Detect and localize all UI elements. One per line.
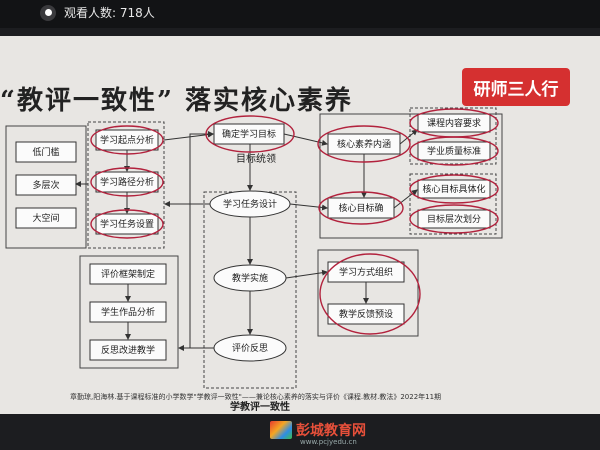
- footer-bar: [0, 414, 600, 450]
- right-mid-container: [317, 249, 419, 337]
- svg-text:大空间: 大空间: [32, 212, 59, 224]
- right-sub-item-1: 学业质量标准: [417, 141, 491, 161]
- viewer-count-label: 观看人数: 718人: [64, 6, 155, 20]
- ink-circle-sub-1: [409, 136, 499, 166]
- svg-text:确定学习目标: 确定学习目标: [222, 128, 276, 140]
- left-container: [5, 125, 87, 249]
- ink-circle-study-0: [90, 125, 164, 155]
- ink-circle-core-0: [317, 125, 411, 163]
- center-item-1: 学习任务设计: [209, 190, 291, 218]
- ink-circle-rightmid: [319, 253, 421, 335]
- svg-text:学习任务设计: 学习任务设计: [223, 198, 277, 210]
- study-item-1: 学习路径分析: [95, 171, 159, 193]
- arrow-teach-to-rightmid: [285, 269, 328, 279]
- brand-badge: 研师三人行: [462, 68, 570, 106]
- svg-text:目标层次划分: 目标层次划分: [427, 213, 481, 225]
- left-item-2: 大空间: [15, 207, 77, 229]
- arrow-study-to-goal: [163, 131, 214, 141]
- center-item-0: 确定学习目标: [213, 123, 285, 145]
- svg-text:多层次: 多层次: [32, 179, 59, 191]
- citation-text: 章勤琼,阳海林.基于课程标准的小学数学"学教评一致性"——兼论核心素养的落实与评…: [70, 393, 442, 401]
- ink-circle-sub-3: [409, 204, 499, 234]
- left-item-1: 多层次: [15, 174, 77, 196]
- svg-text:教学反馈预设: 教学反馈预设: [339, 308, 393, 320]
- study-container: [87, 121, 165, 249]
- svg-text:低门槛: 低门槛: [32, 146, 59, 158]
- arrow-task-to-right: [289, 203, 328, 211]
- svg-text:学习任务设置: 学习任务设置: [100, 218, 154, 230]
- right-sub-item-0: 课程内容要求: [417, 113, 491, 133]
- brand-name: 彭城教育网: [296, 423, 366, 439]
- right-mid-item-0: 学习方式组织: [327, 261, 405, 283]
- study-item-0: 学习起点分析: [95, 129, 159, 151]
- eval-item-0: 评价框架制定: [89, 263, 167, 285]
- diagram-caption: 学教评一致性: [230, 402, 290, 413]
- eval-item-1: 学生作品分析: [89, 301, 167, 323]
- brand-url: www.pcjyedu.cn: [300, 438, 357, 446]
- svg-text:学习起点分析: 学习起点分析: [100, 134, 154, 146]
- arrow-core-to-sub2: [393, 189, 418, 209]
- top-bar: 观看人数: 718人: [0, 0, 600, 28]
- svg-text:学习方式组织: 学习方式组织: [339, 266, 393, 278]
- right-sub-item-2: 核心目标具体化: [417, 179, 491, 199]
- right-top-item-0: 核心素养内涵: [327, 133, 401, 155]
- arrow-feedback-loop: [189, 131, 214, 349]
- right-top-container: [319, 113, 503, 239]
- svg-text:课程内容要求: 课程内容要求: [427, 117, 481, 129]
- ink-circle-sub-2: [409, 174, 499, 204]
- eval-container: [79, 255, 179, 369]
- viewer-count: 观看人数: 718人: [40, 4, 155, 21]
- svg-text:核心目标具体化: 核心目标具体化: [422, 183, 485, 195]
- svg-text:评价反思: 评价反思: [232, 343, 268, 354]
- arrow-goal-to-right: [283, 133, 328, 146]
- side-label: 目标统领: [236, 152, 276, 165]
- ink-circle-goal: [205, 115, 295, 153]
- svg-text:教学实施: 教学实施: [232, 272, 268, 284]
- svg-text:核心素养内涵: 核心素养内涵: [337, 138, 391, 150]
- ink-circle-study-2: [90, 209, 164, 239]
- right-sub-mid-container: [409, 173, 497, 235]
- brand-logo: 彭城教育网: [270, 420, 366, 440]
- flow-diagram: 低门槛 多层次 大空间 学习起点分析 学习路径分析 学习任务设置 评价框架制定 …: [5, 107, 503, 389]
- eye-icon: [40, 4, 56, 21]
- right-mid-item-1: 教学反馈预设: [327, 303, 405, 325]
- ink-circle-study-1: [90, 167, 164, 197]
- center-item-2: 教学实施: [213, 264, 287, 292]
- arrow-core-to-sub0: [399, 129, 418, 145]
- right-sub-item-3: 目标层次划分: [417, 209, 491, 229]
- book-icon: [270, 421, 292, 439]
- svg-text:评价框架制定: 评价框架制定: [101, 268, 155, 280]
- slide-title: “教评一致性” 落实核心素养: [0, 86, 353, 116]
- ink-circle-core-1: [318, 191, 404, 225]
- center-item-3: 评价反思: [213, 334, 287, 362]
- right-top-item-1: 核心目标确: [327, 197, 395, 219]
- svg-text:核心目标确: 核心目标确: [338, 202, 383, 214]
- svg-text:学业质量标准: 学业质量标准: [427, 145, 481, 157]
- svg-text:学生作品分析: 学生作品分析: [101, 306, 155, 318]
- svg-text:反思改进教学: 反思改进教学: [101, 344, 155, 356]
- svg-text:学习路径分析: 学习路径分析: [100, 176, 154, 188]
- eval-item-2: 反思改进教学: [89, 339, 167, 361]
- study-item-2: 学习任务设置: [95, 213, 159, 235]
- left-item-0: 低门槛: [15, 141, 77, 163]
